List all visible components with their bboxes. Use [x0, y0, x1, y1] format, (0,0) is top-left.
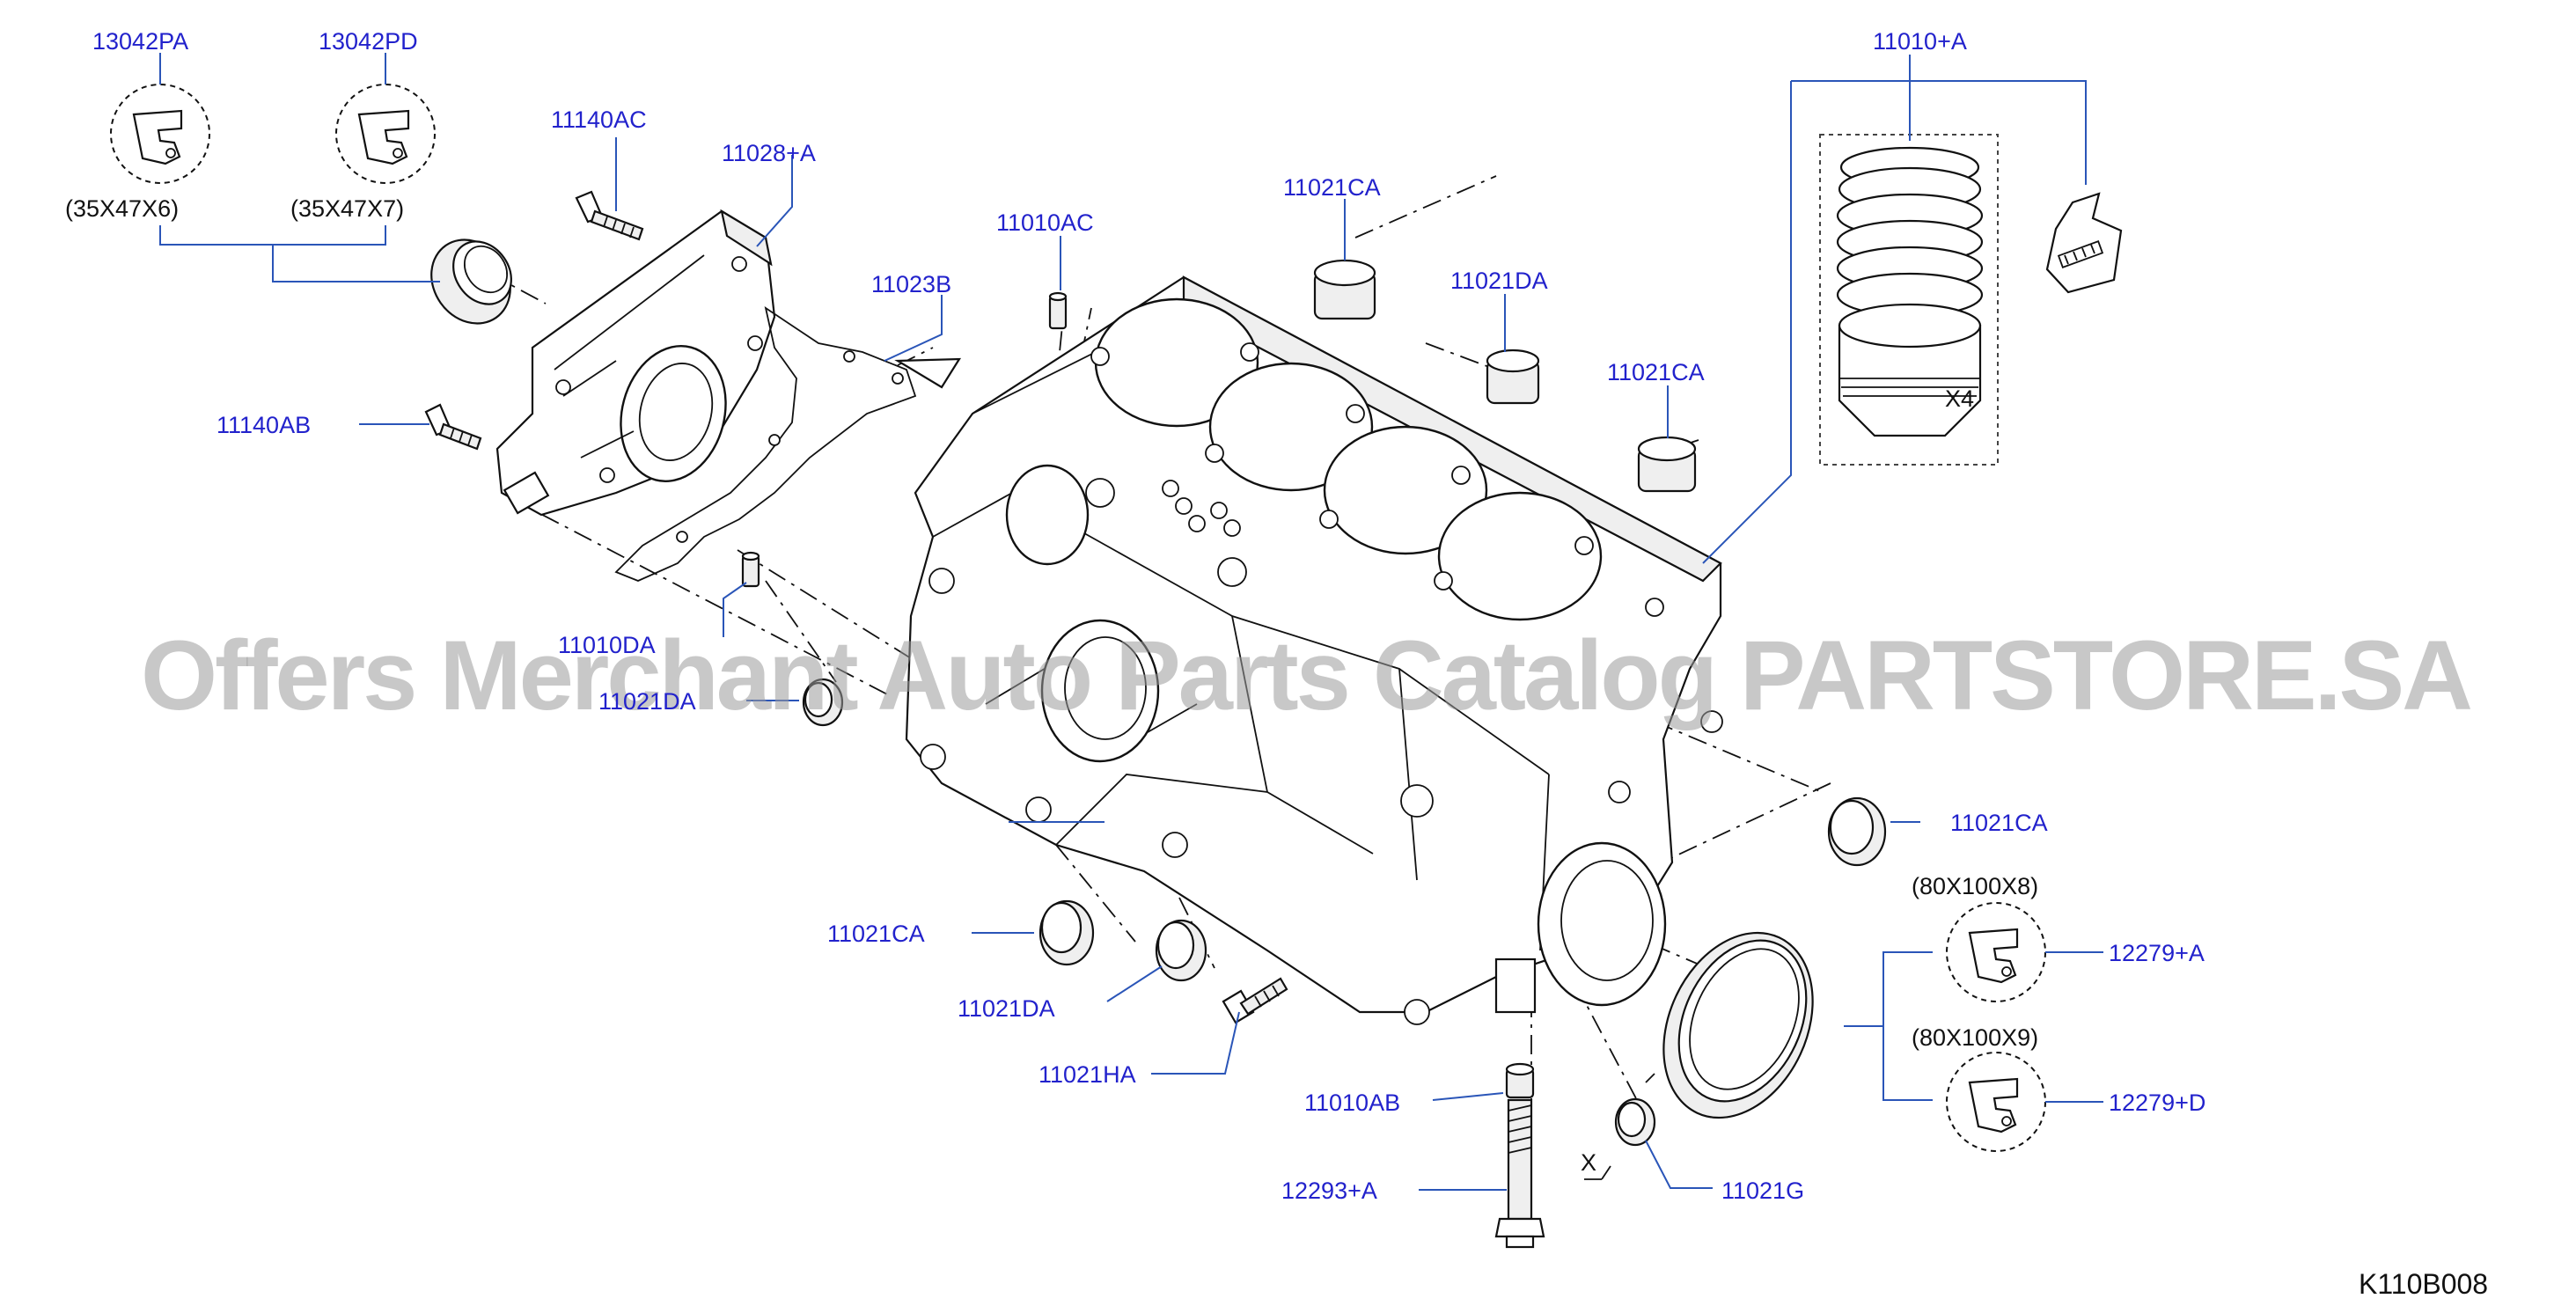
part-label-11021ca-rear[interactable]: 11021CA [1950, 810, 2048, 836]
dowel-pin-11010ac[interactable] [1048, 291, 1068, 330]
part-label-12279a[interactable]: 12279+A [2109, 940, 2205, 966]
bolt-11140ab[interactable] [424, 403, 482, 451]
front-oil-seal-ring[interactable] [415, 224, 526, 339]
plug-11021da-left[interactable] [802, 678, 844, 727]
bolt-12293a[interactable] [1494, 1098, 1545, 1249]
front-cover-11028a[interactable] [495, 209, 776, 517]
size-label-80x100x8: (80X100X8) [1912, 873, 2038, 899]
bolt-11140ac[interactable] [575, 190, 644, 241]
part-label-11021da-top[interactable]: 11021DA [1450, 268, 1548, 294]
plug-11021ca-rear[interactable] [1827, 796, 1887, 867]
part-number-labels: 13042PA 13042PD 11140AC 11028+A 11023B 1… [92, 28, 2205, 1204]
piston-pin-detail[interactable] [2045, 192, 2123, 294]
part-label-11021ca-right[interactable]: 11021CA [1607, 359, 1705, 385]
part-label-11140ab[interactable]: 11140AB [217, 412, 311, 438]
part-label-11010da[interactable]: 11010DA [558, 632, 656, 658]
part-label-12279d[interactable]: 12279+D [2109, 1090, 2205, 1116]
dowel-pin-11010ab[interactable] [1505, 1062, 1535, 1099]
size-labels: (35X47X6) (35X47X7) (80X100X8) (80X100X9… [65, 195, 2038, 1051]
part-label-11021ha[interactable]: 11021HA [1038, 1061, 1136, 1088]
leader-lines [159, 53, 2103, 1191]
plug-11021ca-bottom[interactable] [1038, 899, 1095, 966]
size-label-80x100x9: (80X100X9) [1912, 1024, 2038, 1051]
part-label-11010ac[interactable]: 11010AC [996, 209, 1094, 236]
dowel-pin-11010da[interactable] [741, 551, 760, 588]
part-label-11021g[interactable]: 11021G [1721, 1178, 1804, 1204]
part-label-13042pd[interactable]: 13042PD [319, 28, 418, 55]
plug-11021ca-top[interactable] [1313, 259, 1376, 320]
plug-11021g[interactable] [1614, 1097, 1656, 1147]
oil-seal-12279a-detail[interactable] [1946, 902, 2046, 1002]
part-label-11023b[interactable]: 11023B [871, 271, 951, 297]
size-label-35x47x7: (35X47X7) [290, 195, 404, 222]
plug-11021da-top[interactable] [1486, 349, 1540, 405]
part-label-11140ac[interactable]: 11140AC [551, 106, 647, 133]
plug-11021da-bottom[interactable] [1155, 919, 1207, 982]
bolt-11021ha[interactable] [1222, 977, 1288, 1024]
gasket-11023b[interactable] [614, 306, 917, 582]
part-label-12293a[interactable]: 12293+A [1281, 1178, 1377, 1204]
part-label-11021ca-top[interactable]: 11021CA [1283, 174, 1381, 201]
watermark: Offers Merchant Auto Parts Catalog PARTS… [141, 620, 2473, 730]
gasket-tab-marker [894, 357, 962, 389]
part-label-11021da-bottom[interactable]: 11021DA [958, 995, 1055, 1022]
part-label-11021da-left[interactable]: 11021DA [598, 688, 696, 715]
part-label-11021ca-bottom[interactable]: 11021CA [827, 921, 925, 947]
piston-rings-assembly[interactable]: X4 [1819, 134, 1999, 466]
oil-seal-12279d-detail[interactable] [1946, 1052, 2046, 1152]
oil-seal-13042pa-detail[interactable] [110, 84, 210, 184]
part-label-11010ab[interactable]: 11010AB [1304, 1090, 1400, 1116]
plug-11021ca-right[interactable] [1637, 436, 1697, 493]
part-label-13042pa[interactable]: 13042PA [92, 28, 188, 55]
part-label-11010a[interactable]: 11010+A [1873, 28, 1967, 55]
size-label-35x47x6: (35X47X6) [65, 195, 179, 222]
quantity-label: X4 [1945, 385, 1974, 412]
oil-seal-13042pd-detail[interactable] [335, 84, 436, 184]
rear-oil-seal-ring[interactable] [1635, 908, 1841, 1141]
cylinder-block[interactable] [905, 275, 1723, 1025]
diagram-code: K110B008 [2359, 1268, 2488, 1300]
part-label-11028a[interactable]: 11028+A [722, 140, 816, 166]
view-marker-x: X [1581, 1149, 1596, 1176]
